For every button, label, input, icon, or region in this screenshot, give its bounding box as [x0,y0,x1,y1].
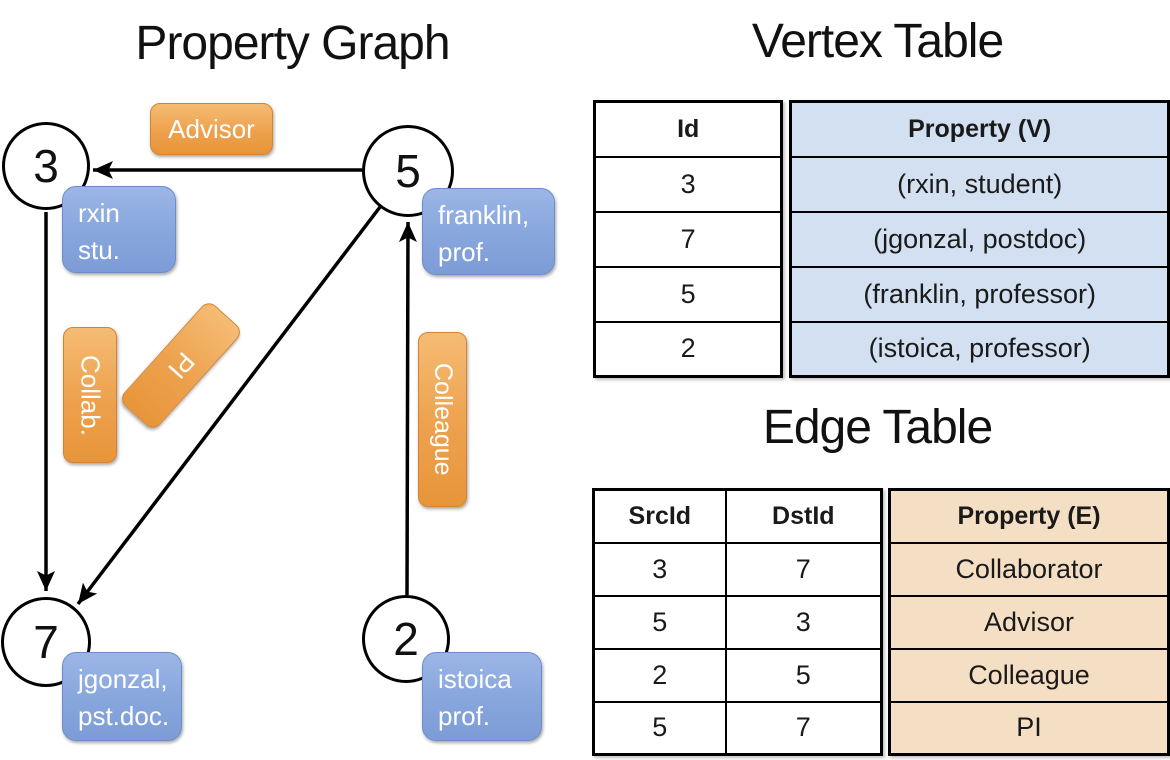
property-graph-title: Property Graph [135,17,450,70]
table-cell: 5 [592,594,727,650]
vertex-node-2-label: 2 [393,613,419,665]
graph-edges [37,161,417,606]
edge-table-property-column: Property (E) Collaborator Advisor Collea… [887,488,1170,756]
vertex-table-header-id: Id [593,100,783,158]
table-cell: Colleague [888,647,1170,703]
vertex-property-line: istoica [438,664,512,694]
table-cell: (istoica, professor) [789,320,1170,378]
vertex-property-line: prof. [438,701,491,731]
edge-table: SrcId DstId 3 7 5 3 2 5 5 7 Property (E)… [592,488,1170,756]
vertex-property-line: pst.doc. [78,701,170,731]
table-cell: 5 [592,700,727,756]
table-cell: 3 [724,594,883,650]
edge-label-colleague: Colleague [418,332,467,507]
table-cell: 2 [592,647,727,703]
table-cell: 7 [593,210,783,268]
table-cell: 2 [593,320,783,378]
edge-2-to-5 [398,221,417,596]
vertex-table-title: Vertex Table [751,15,1004,68]
table-cell: 5 [593,265,783,323]
table-cell: 7 [724,700,883,756]
table-cell: 5 [724,647,883,703]
vertex-node-3-label: 3 [33,140,59,192]
edge-table-header-property: Property (E) [888,488,1170,544]
edge-5-to-7 [76,205,382,606]
table-cell: PI [888,700,1170,756]
table-cell: 3 [592,541,727,597]
vertex-property-box-rxin: rxin stu. [62,186,176,273]
vertex-table-property-column: Property (V) (rxin, student) (jgonzal, p… [789,100,1170,378]
table-cell: 7 [724,541,883,597]
vertex-node-5: 5 [362,125,454,217]
edge-label-collab: Collab. [63,327,117,463]
vertex-property-box-jgonzal: jgonzal, pst.doc. [62,652,182,741]
table-cell: Collaborator [888,541,1170,597]
edge-table-id-columns: SrcId DstId 3 7 5 3 2 5 5 7 [592,488,883,756]
table-cell: Advisor [888,594,1170,650]
vertex-property-line: stu. [78,235,120,265]
edge-table-header-srcid: SrcId [592,488,727,544]
vertex-node-5-label: 5 [395,145,421,197]
vertex-property-box-franklin: franklin, prof. [422,188,555,275]
table-cell: 3 [593,155,783,213]
vertex-table-id-column: Id 3 7 5 2 [593,100,784,378]
table-cell: (rxin, student) [789,155,1170,213]
table-cell: (jgonzal, postdoc) [789,210,1170,268]
edge-table-header-dstid: DstId [724,488,883,544]
vertex-table-header-property: Property (V) [789,100,1170,158]
vertex-property-box-istoica: istoica prof. [422,652,542,741]
vertex-node-2: 2 [362,595,450,683]
vertex-property-line: rxin [78,198,120,228]
vertex-property-line: jgonzal, [78,664,168,694]
vertex-table: Id 3 7 5 2 Property (V) (rxin, student) … [593,100,1170,378]
table-cell: (franklin, professor) [789,265,1170,323]
vertex-node-7-label: 7 [33,616,59,668]
vertex-property-line: franklin, [438,200,530,230]
edge-table-title: Edge Table [762,401,993,454]
edge-label-advisor: Advisor [150,103,273,155]
vertex-property-line: prof. [438,237,491,267]
